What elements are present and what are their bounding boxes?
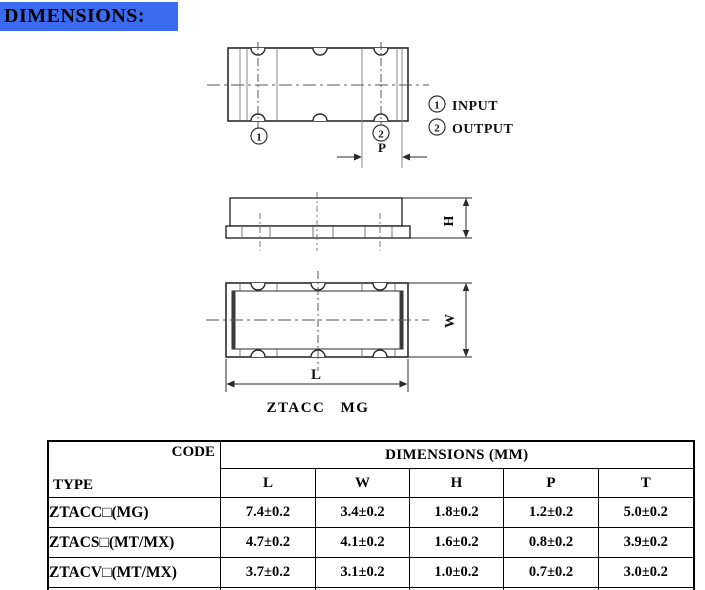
table-corner-cell: CODE TYPE [47,440,221,498]
dim-label-p: P [378,140,386,155]
drawing-caption: ZTACC MG [266,400,370,416]
value-cell: 3.0±0.2 [598,557,694,588]
value-cell: 3.1±0.2 [315,557,410,588]
value-cell: 4.7±0.2 [220,527,316,558]
table-row: ZTACV□(MT/MX) 3.7±0.2 3.1±0.2 1.0±0.2 0.… [47,557,694,588]
svg-text:2: 2 [378,129,384,141]
dim-label-w: W [443,314,458,328]
pin2-marker: 2 [372,124,390,142]
pin-legend: 1 INPUT 2 OUTPUT [428,95,514,137]
dimension-p: P [337,140,427,161]
dimension-h: H [442,198,470,238]
type-cell: ZTACS□(MT/MX) [47,527,221,558]
cutoff-row [47,587,694,590]
value-cell: 1.6±0.2 [409,527,504,558]
table-row: ZTACS□(MT/MX) 4.7±0.2 4.1±0.2 1.6±0.2 0.… [47,527,694,558]
svg-text:2: 2 [434,123,440,135]
type-cell: ZTACC□(MG) [47,497,221,528]
value-cell: 4.1±0.2 [315,527,410,558]
value-cell: 1.0±0.2 [409,557,504,588]
corner-type-label: TYPE [53,477,94,493]
side-view-drawing: H [225,192,472,251]
col-header-L: L [220,468,316,498]
dim-label-h: H [442,215,457,226]
value-cell: 3.9±0.2 [598,527,694,558]
col-header-P: P [503,468,599,498]
value-cell: 0.8±0.2 [503,527,599,558]
col-header-T: T [598,468,694,498]
dimension-l: L [225,359,409,392]
col-header-H: H [409,468,504,498]
type-cell: ZTACV□(MT/MX) [47,557,221,588]
bottom-view-drawing: W L [206,271,472,392]
value-cell: 0.7±0.2 [503,557,599,588]
output-label: OUTPUT [452,122,514,137]
column-header-row: L W H P T [48,468,694,498]
value-cell: 5.0±0.2 [598,497,694,528]
value-cell: 7.4±0.2 [220,497,316,528]
dim-label-l: L [311,367,321,383]
value-cell: 3.7±0.2 [220,557,316,588]
value-cell: 3.4±0.2 [315,497,410,528]
svg-text:1: 1 [434,100,440,112]
dimension-w: W [408,282,472,358]
dimensions-table: CODE TYPE DIMENSIONS (MM) L W H P T ZTAC… [47,440,695,590]
value-cell: 1.8±0.2 [409,497,504,528]
value-cell: 1.2±0.2 [503,497,599,528]
svg-text:1: 1 [256,132,262,144]
group-header-cell: DIMENSIONS (MM) [220,440,694,469]
col-header-W: W [315,468,410,498]
section-title-highlight: DIMENSIONS: [0,2,178,31]
input-label: INPUT [452,99,498,114]
component-drawing: 1 2 P 1 INPUT 2 OUTPUT [206,42,514,392]
top-view-drawing: 1 2 P [207,42,429,168]
pin1-marker: 1 [250,127,268,145]
page-title: DIMENSIONS: [4,5,146,27]
corner-code-label: CODE [171,444,215,460]
table-row: ZTACC□(MG) 7.4±0.2 3.4±0.2 1.8±0.2 1.2±0… [47,497,694,528]
